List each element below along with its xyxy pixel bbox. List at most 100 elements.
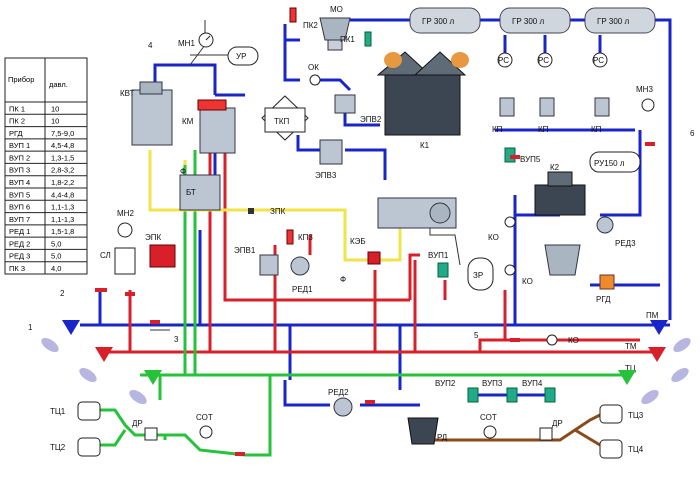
main-reservoir-3: ГР 300 л (584, 7, 656, 34)
keb-unit: КЭБ (350, 197, 457, 265)
tc4-label: ТЦ4 (628, 445, 644, 454)
compressor-k2: К2 (534, 163, 586, 216)
valve-handles (95, 142, 655, 456)
compressor-k1: К1 (376, 51, 469, 150)
table-cell-pressure: 1,1-1,3 (51, 215, 74, 224)
ok-label: ОК (308, 63, 319, 72)
speedometer-sl: СЛ (100, 247, 136, 275)
zpk-label: ЗПК (270, 207, 286, 216)
k2-label: К2 (550, 163, 560, 172)
rs3-label: РС (593, 56, 604, 65)
tkp-label: ТКП (274, 117, 290, 126)
table-cell-device: ВУП 6 (9, 203, 30, 212)
epv1-label: ЭПВ1 (234, 246, 256, 255)
num6-label: 6 (690, 129, 695, 138)
pressure-governor-rgd: РГД ПМ (596, 274, 659, 320)
pk1-label: ПК1 (340, 35, 355, 44)
rd-label: РД (437, 433, 448, 442)
epk-label: ЭПК (145, 233, 162, 242)
table-cell-pressure: 1,5-1,8 (51, 227, 74, 236)
num5-label: 5 (474, 331, 479, 340)
pm-label: ПМ (646, 311, 659, 320)
num2-label: 2 (60, 289, 65, 298)
num1-label: 1 (28, 323, 33, 332)
moisture-separator: МО ПК2 ПК1 (289, 5, 372, 51)
sot2-label: СОТ (480, 413, 497, 422)
red3-label: РЕД3 (615, 239, 636, 248)
rs-kp-group: РС РС РС КП КП КП (492, 52, 610, 134)
red1-label: РЕД1 (292, 285, 313, 294)
table-cell-pressure: 1,1-1,3 (51, 203, 74, 212)
table-cell-pressure: 5,0 (51, 252, 61, 261)
table-cell-pressure: 4,0 (51, 264, 61, 273)
table-cell-device: ПК 1 (9, 104, 25, 113)
brake-cylinders: ТЦ1 ТЦ2 ТЦ3 ТЦ4 (50, 401, 644, 459)
dr2-label: ДР (552, 419, 563, 428)
sot1-label: СОТ (196, 413, 213, 422)
vup1-valve: ВУП1 (428, 251, 449, 278)
pk2-label: ПК2 (303, 21, 318, 30)
main-reservoir-1-label: ГР 300 л (422, 17, 454, 26)
tm-label: ТМ (625, 342, 637, 351)
table-header-device: Прибор (8, 75, 34, 84)
brake-block-bt: БТ Ф (179, 167, 221, 211)
brown-pipes (150, 20, 601, 447)
reducer-red1: РЕД1 Ф (290, 256, 346, 294)
num4-label: 4 (148, 41, 153, 50)
vup1-label: ВУП1 (428, 251, 449, 260)
table-cell-device: ПК 3 (9, 264, 25, 273)
mn3-label: МН3 (636, 85, 653, 94)
ru150-label: РУ150 л (594, 159, 625, 168)
tc1-label: ТЦ1 (50, 407, 66, 416)
table-cell-pressure: 5,0 (51, 239, 61, 248)
kp1-label: КП (492, 125, 503, 134)
table-cell-device: ВУП 2 (9, 153, 30, 162)
table-cell-device: ВУП 3 (9, 166, 30, 175)
table-cell-device: ВУП 4 (9, 178, 30, 187)
mn2-label: МН2 (117, 209, 134, 218)
sl-label: СЛ (100, 251, 111, 260)
table-cell-device: ПК 2 (9, 117, 25, 126)
zpk-valve: ЗПК (248, 207, 286, 216)
tc-label: ТЦ (625, 364, 636, 373)
rs2-label: РС (538, 56, 549, 65)
rs1-label: РС (498, 56, 509, 65)
main-reservoir-3-label: ГР 300 л (597, 17, 629, 26)
vup2-4-group: ВУП2 ВУП3 ВУП4 (435, 379, 556, 403)
vup3-label: ВУП3 (482, 379, 503, 388)
check-valve-ko3: КО (546, 334, 579, 346)
table-cell-pressure: 2,8-3,2 (51, 166, 74, 175)
ko1-label: КО (488, 233, 499, 242)
kp3b-label: КП3 (298, 233, 313, 242)
relay-valve-rd: РД (407, 417, 448, 445)
rgd-label: РГД (596, 295, 611, 304)
table-cell-pressure: 4,5-4,8 (51, 141, 74, 150)
red2-label: РЕД2 (328, 388, 349, 397)
zr-label: ЗР (473, 271, 483, 280)
table-cell-device: ВУП 5 (9, 190, 30, 199)
table-cell-device: РЕД 3 (9, 252, 30, 261)
ur-label: УР (236, 52, 246, 61)
kvt-label: КВТ (120, 89, 134, 98)
table-cell-device: ВУП 1 (9, 141, 30, 150)
phi2-label: Ф (340, 275, 346, 284)
main-reservoir-2: ГР 300 л (499, 7, 571, 34)
equalizing-reservoir: УР 4 (148, 41, 259, 66)
bt-label: БТ (186, 188, 196, 197)
table-cell-pressure: 10 (51, 117, 59, 126)
spare-reservoir-zr: ЗР (467, 257, 494, 291)
dr-sot-group: ДР СОТ СОТ ДР (132, 413, 563, 441)
reservoir-ru150: РУ150 л (589, 151, 641, 173)
tc3-label: ТЦ3 (628, 411, 644, 420)
dr1-label: ДР (132, 419, 143, 428)
table-cell-device: ВУП 7 (9, 215, 30, 224)
table-cell-pressure: 1,8-2,2 (51, 178, 74, 187)
vup4-label: ВУП4 (522, 379, 543, 388)
brake-valve-kvt: КВТ (120, 81, 173, 146)
tc2-label: ТЦ2 (50, 443, 66, 452)
manometer-mn1: МН1 (178, 32, 214, 48)
hose-couplings (41, 320, 691, 405)
main-reservoir-1: ГР 300 л (409, 7, 481, 34)
